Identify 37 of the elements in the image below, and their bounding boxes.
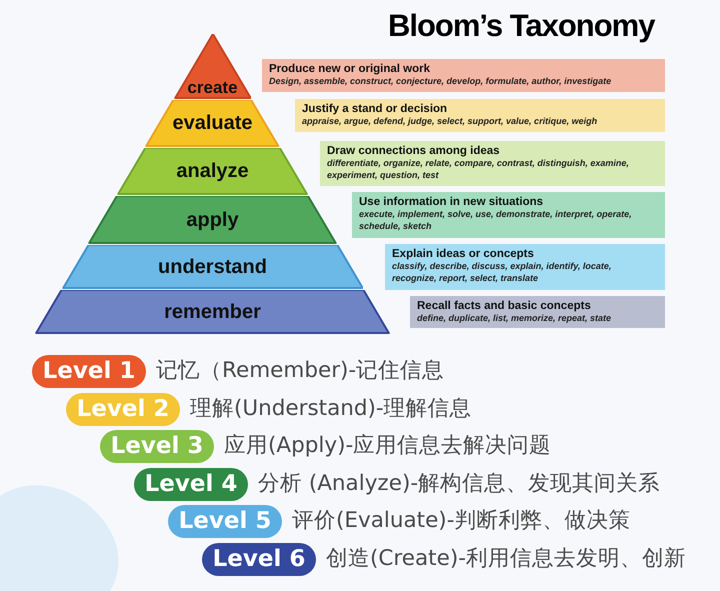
example-verbs: appraise, argue, defend, judge, select, support, value, critique, weigh <box>302 116 598 128</box>
level-name: remember <box>164 302 261 322</box>
description-box <box>352 192 665 238</box>
level-description: 理解(Understand)-理解信息 <box>190 398 472 420</box>
description-box <box>385 244 665 290</box>
level-pill: Level 3 <box>100 430 214 464</box>
level-description: 创造(Create)-利用信息去发明、创新 <box>326 548 686 570</box>
description-heading: Produce new or original work <box>269 62 430 76</box>
level-description: 记忆（Remember)-记住信息 <box>156 360 444 382</box>
description-heading: Justify a stand or decision <box>302 102 448 116</box>
description-box <box>320 141 665 186</box>
level-name: understand <box>158 256 267 276</box>
level-pill: Level 2 <box>66 392 180 426</box>
level-pill: Level 5 <box>168 505 282 538</box>
level-name: create <box>187 79 238 96</box>
description-box <box>410 296 665 328</box>
level-name: analyze <box>176 161 249 181</box>
level-pill: Level 6 <box>202 543 316 576</box>
example-verbs: define, duplicate, list, memorize, repeat, state <box>417 313 612 324</box>
level-pill: Level 4 <box>134 468 248 501</box>
level-pill: Level 1 <box>32 355 146 388</box>
level-name: apply <box>186 210 239 230</box>
description-box <box>262 59 665 92</box>
example-verbs: classify, describe, discuss, explain, identify, locate, recognize, report, select, translate <box>392 261 612 284</box>
example-verbs: Design, assemble, construct, conjecture, develop, formulate, author, investigate <box>269 76 612 88</box>
level-description: 评价(Evaluate)-判断利弊、做决策 <box>292 510 630 532</box>
level-description: 应用(Apply)-应用信息去解决问题 <box>224 435 552 457</box>
description-heading: Use information in new situations <box>359 195 544 209</box>
description-heading: Explain ideas or concepts <box>392 247 534 261</box>
level-description: 分析 (Analyze)-解构信息、发现其间关系 <box>258 472 660 494</box>
description-box <box>295 99 665 132</box>
description-heading: Recall facts and basic concepts <box>417 299 591 313</box>
level-name: evaluate <box>172 113 253 133</box>
example-verbs: execute, implement, solve, use, demonstrate, interpret, operate, schedule, sketch <box>359 209 633 232</box>
description-heading: Draw connections among ideas <box>327 144 500 158</box>
example-verbs: differentiate, organize, relate, compare, contrast, distinguish, examine, experiment, question, test <box>327 158 630 181</box>
title: Bloom’s Taxonomy <box>388 10 654 41</box>
